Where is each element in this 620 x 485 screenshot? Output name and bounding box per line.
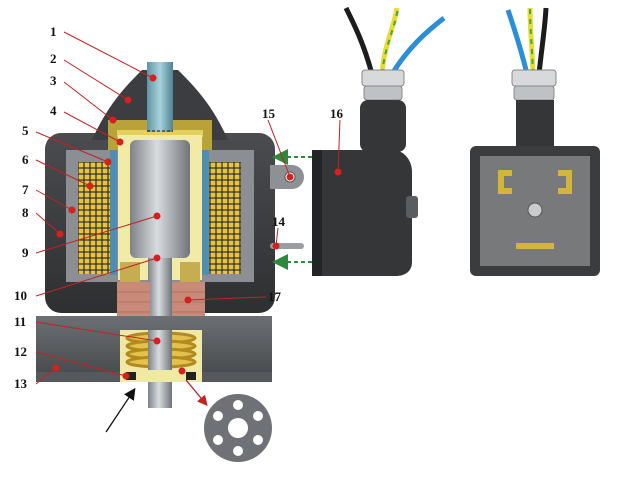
label-13: 13 <box>14 376 28 391</box>
label-1: 1 <box>50 24 57 39</box>
label-15: 15 <box>262 106 276 121</box>
part-labels: 1 2 3 4 5 6 7 8 9 10 11 12 13 14 15 16 1… <box>14 24 344 391</box>
perforated-disc <box>204 394 272 462</box>
bottom-black-arrow <box>105 387 136 433</box>
label-12: 12 <box>14 344 27 359</box>
label-9: 9 <box>22 245 29 260</box>
label-11: 11 <box>14 314 26 329</box>
label-16: 16 <box>330 106 344 121</box>
label-6: 6 <box>22 152 29 167</box>
bottom-red-arrow <box>185 379 208 406</box>
label-5: 5 <box>22 123 29 138</box>
label-14: 14 <box>272 214 286 229</box>
coil-winding-left <box>78 162 114 274</box>
label-2: 2 <box>50 51 57 66</box>
valve-cross-section <box>36 62 275 408</box>
insulation-right <box>202 150 209 275</box>
connector-side-view <box>312 6 446 276</box>
label-8: 8 <box>22 205 29 220</box>
insulation-left <box>110 150 117 275</box>
leader-lines <box>35 31 342 385</box>
armature-core <box>130 140 190 258</box>
label-17: 17 <box>268 289 282 304</box>
stem-top <box>147 62 173 132</box>
label-10: 10 <box>14 288 27 303</box>
label-3: 3 <box>50 73 57 88</box>
label-7: 7 <box>22 182 29 197</box>
connector-front-view <box>470 7 600 276</box>
coil-winding-right <box>205 162 241 274</box>
label-4: 4 <box>50 103 57 118</box>
